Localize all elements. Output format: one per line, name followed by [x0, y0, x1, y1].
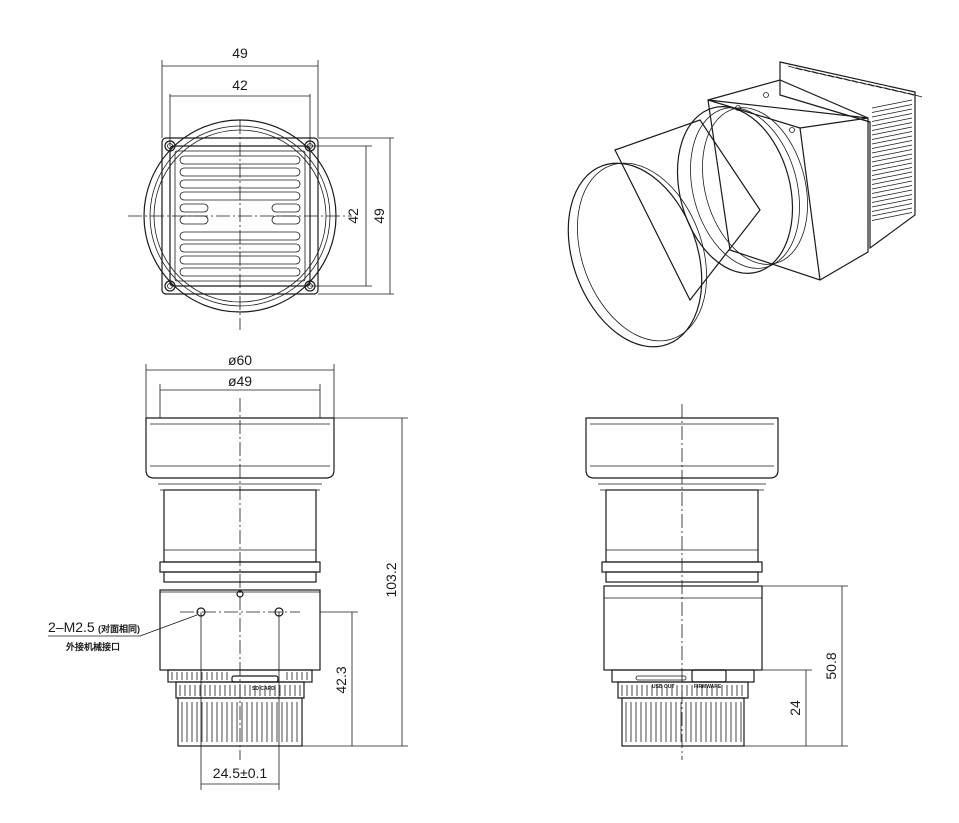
isometric-view — [567, 61, 923, 348]
iso-fin — [851, 80, 867, 85]
iso-fin — [871, 203, 913, 212]
fin-slot — [271, 215, 301, 225]
iso-fin — [899, 90, 915, 96]
iso-fin — [871, 99, 913, 109]
iso-fin — [871, 153, 913, 163]
dim-diameter-60: ø60 — [228, 352, 252, 368]
iso-fin — [803, 69, 819, 74]
iso-fin — [871, 108, 913, 118]
iso-fin — [871, 176, 913, 185]
dim-42-3: 42.3 — [333, 666, 349, 693]
top-view: 49 42 42 49 — [128, 45, 394, 330]
iso-fin — [871, 185, 913, 194]
iso-fin — [871, 207, 913, 217]
iso-fin — [811, 71, 827, 76]
iso-fin — [871, 158, 913, 167]
iso-fin — [871, 198, 913, 208]
iso-fin — [871, 149, 913, 158]
dim-49-right: 49 — [371, 208, 387, 224]
front-fins — [171, 672, 308, 742]
thread-sub-label: 外接机械接口 — [65, 641, 120, 652]
firmware-label: FIRMWARE — [694, 684, 722, 690]
iso-fin — [787, 65, 803, 71]
front-view: SD CARD ø60 ø49 103.2 42.3 24.5±0.1 — [48, 352, 408, 790]
iso-fin — [871, 122, 913, 131]
fin-slot — [179, 215, 209, 225]
iso-fin — [907, 92, 923, 98]
iso-fin — [871, 117, 913, 127]
dim-length-103: 103.2 — [383, 562, 399, 597]
iso-fin — [871, 140, 913, 149]
sd-card-label: SD CARD — [252, 686, 275, 692]
dim-42-right: 42 — [345, 208, 361, 224]
dim-24: 24 — [787, 700, 803, 716]
iso-fin — [871, 162, 913, 172]
iso-fin — [843, 78, 859, 83]
iso-fin — [871, 171, 913, 181]
thread-label: 2–M2.5 — [48, 619, 95, 635]
iso-fin — [827, 74, 843, 80]
usb-out-label: USB OUT — [652, 684, 675, 690]
iso-fin — [871, 135, 913, 145]
iso-fin — [795, 67, 811, 73]
iso-fin — [871, 113, 913, 122]
iso-fin — [871, 104, 913, 113]
iso-fin — [883, 87, 899, 92]
dim-49-top: 49 — [232, 45, 248, 61]
iso-fin — [819, 72, 835, 78]
dim-50-8: 50.8 — [823, 652, 839, 679]
iso-fin — [891, 89, 907, 94]
fin-slot — [271, 203, 301, 213]
iso-fin — [835, 76, 851, 82]
iso-fin — [871, 144, 913, 154]
iso-fin — [871, 167, 913, 176]
iso-fin — [871, 131, 913, 140]
iso-heatsink-fins — [787, 65, 923, 221]
iso-fin — [867, 83, 883, 89]
iso-fin — [871, 212, 913, 221]
side-view: USB OUT FIRMWARE 50.8 24 — [585, 404, 848, 760]
dim-hole-spacing: 24.5±0.1 — [213, 765, 268, 781]
thread-note: (对面相同) — [98, 623, 140, 634]
dim-42-top: 42 — [232, 77, 248, 93]
iso-fin — [871, 189, 913, 199]
dim-diameter-49: ø49 — [228, 373, 252, 389]
iso-fin — [859, 81, 875, 87]
iso-fin — [871, 194, 913, 203]
fin-slot — [179, 203, 209, 213]
iso-fin — [871, 126, 913, 136]
iso-fin — [871, 180, 913, 190]
iso-fin — [875, 85, 891, 91]
